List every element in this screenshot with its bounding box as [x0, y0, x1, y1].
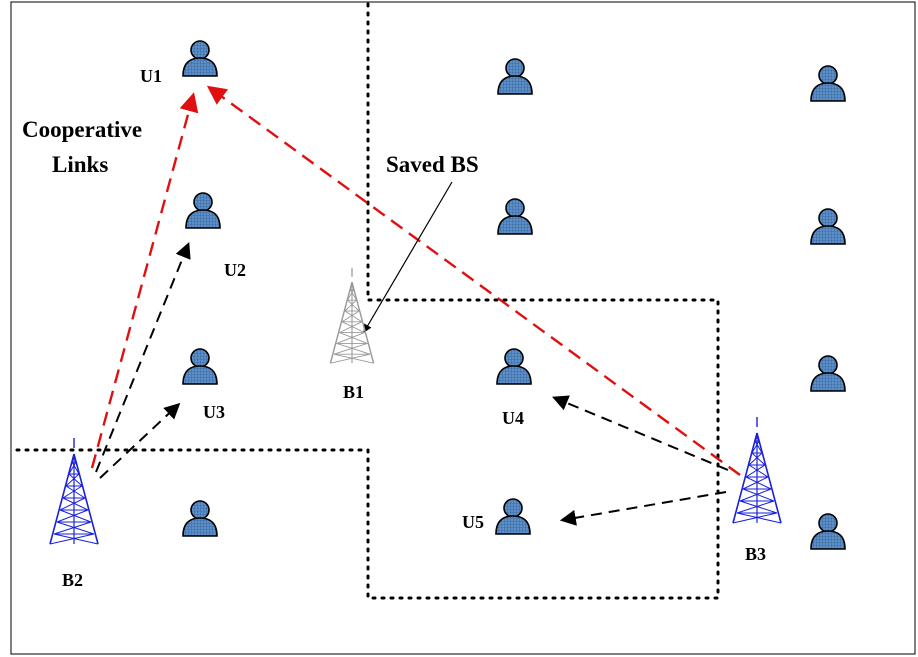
coop-link-b2-u1 — [90, 92, 199, 469]
diagram-frame — [10, 1, 916, 655]
cell-boundaries — [12, 2, 720, 600]
user-icon-u1 — [182, 40, 218, 77]
saved-bs-pointer — [363, 181, 453, 333]
user-icon-bottom-right — [810, 513, 846, 550]
bs-label-b2: B2 — [62, 570, 83, 590]
user-icon-mid-right — [810, 355, 846, 392]
link-b2-u2 — [95, 242, 191, 473]
user-icon-u5 — [495, 498, 531, 535]
saved-bs-label: Saved BS — [386, 152, 479, 177]
link-b3-u4 — [552, 395, 729, 471]
user-icon-top-right — [810, 65, 846, 102]
tower-b2 — [49, 437, 99, 545]
link-b2-u3 — [99, 402, 181, 479]
user-label-u2: U2 — [224, 260, 246, 280]
user-label-u1: U1 — [140, 66, 162, 86]
cooperative-links — [90, 85, 741, 476]
user-icon-u4 — [496, 348, 532, 385]
bs-label-b1: B1 — [343, 382, 364, 402]
user-icon-b2-cell — [182, 500, 218, 537]
user-icon-u2 — [185, 192, 221, 229]
cell-boundary-upper — [12, 2, 720, 600]
user-icon-top-mid — [497, 58, 533, 95]
user-label-u5: U5 — [462, 512, 484, 532]
user-icon-upper-right — [810, 208, 846, 245]
bs-label-b3: B3 — [745, 544, 766, 564]
link-b3-u5 — [559, 491, 727, 526]
user-icon-u3 — [182, 348, 218, 385]
data-links — [95, 242, 729, 526]
user-label-u3: U3 — [203, 402, 225, 422]
cooperative-label-line1: Cooperative — [22, 117, 142, 142]
cooperative-label-line2: Links — [52, 152, 108, 177]
user-icon-mid-mid — [497, 198, 533, 235]
user-label-u4: U4 — [502, 408, 524, 428]
coop-link-b3-u1 — [206, 85, 741, 476]
tower-b3 — [732, 416, 782, 524]
